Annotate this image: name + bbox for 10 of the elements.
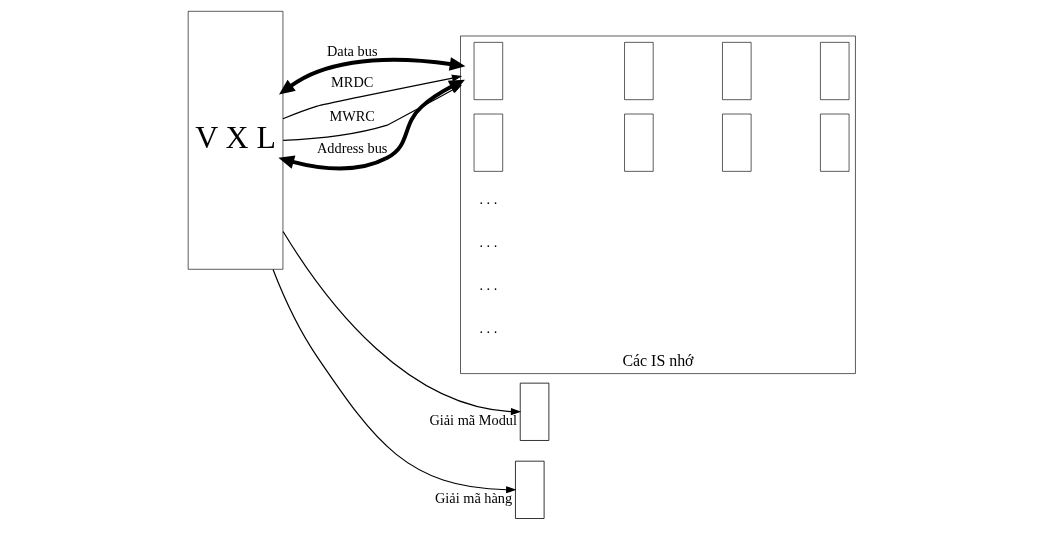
label: . . . xyxy=(478,190,497,207)
edge-label: Address bus xyxy=(316,140,387,157)
node-label: Giải mã hàng xyxy=(434,489,512,506)
edge-label: MWRC xyxy=(329,107,375,124)
label: . . . xyxy=(478,233,497,250)
node-label: Giải mã Modul xyxy=(428,411,517,428)
label: . . . xyxy=(478,319,497,336)
edge-label: Data bus xyxy=(326,43,377,60)
edge-label: MRDC xyxy=(330,74,373,91)
label: . . . xyxy=(478,276,497,293)
